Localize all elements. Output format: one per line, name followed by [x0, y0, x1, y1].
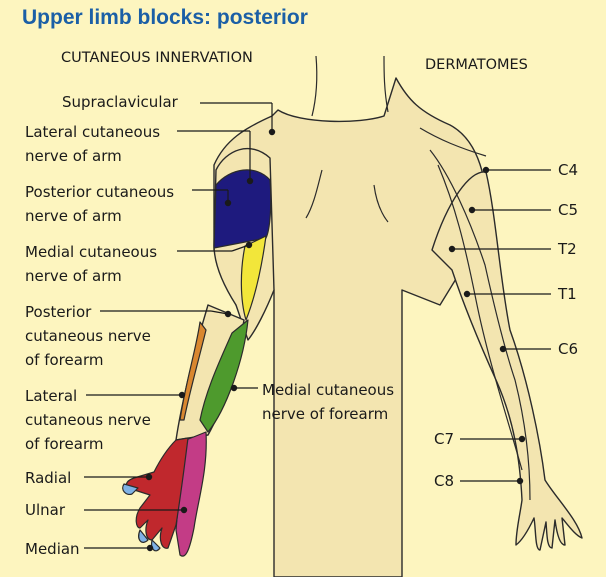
label-dermatome-c5: C5	[558, 201, 579, 219]
torso	[213, 77, 488, 577]
dermatome-line-2	[437, 164, 523, 471]
label-supraclavicular: Supraclavicular	[62, 93, 178, 111]
label-ulnar: Ulnar	[25, 501, 66, 519]
label-dermatome-c8: C8	[434, 472, 455, 490]
median-region-finger-2	[151, 539, 161, 552]
label-medial-cutaneous-nerve-of-arm: Medial cutaneous nerve of arm	[25, 243, 158, 285]
label-dermatome-c7: C7	[434, 430, 455, 448]
heading-cutaneous-innervation: CUTANEOUS INNERVATION	[61, 50, 253, 66]
figure-title: Upper limb blocks: posterior	[22, 6, 308, 29]
dermatome-line-1	[429, 149, 531, 501]
spine-detail-right	[373, 184, 389, 223]
label-dermatome-t2: T2	[558, 240, 577, 258]
label-radial: Radial	[25, 469, 72, 487]
posterior-cutaneous-nerve-of-arm-region	[213, 169, 272, 249]
label-dermatome-t1: T1	[558, 285, 577, 303]
label-posterior-cutaneous-nerve-of-arm: Posterior cutaneous nerve of arm	[25, 183, 175, 225]
lateral-cutaneous-nerve-of-forearm-region	[179, 321, 207, 421]
dermatome-line-3	[419, 127, 487, 157]
medial-cutaneous-nerve-of-arm-region	[240, 235, 267, 321]
heading-dermatomes: DERMATOMES	[425, 57, 528, 73]
label-lateral-cutaneous-nerve-of-arm: Lateral cutaneous nerve of arm	[25, 123, 161, 165]
medial-cutaneous-nerve-of-forearm-region	[199, 319, 249, 433]
label-posterior-cutaneous-nerve-of-forearm: Posterior cutaneous nerve of forearm	[25, 303, 151, 369]
label-median: Median	[25, 540, 80, 558]
label-dermatome-c4: C4	[558, 161, 579, 179]
neck-right	[383, 55, 389, 113]
median-region-finger-1	[138, 529, 149, 543]
median-region	[122, 483, 139, 495]
radial-region	[125, 437, 189, 549]
spine-detail-left	[305, 169, 323, 219]
neck-left	[311, 55, 318, 117]
label-medial-cutaneous-nerve-of-forearm: Medial cutaneous nerve of forearm	[262, 381, 395, 423]
label-lateral-cutaneous-nerve-of-forearm: Lateral cutaneous nerve of forearm	[25, 387, 151, 453]
label-dermatome-c6: C6	[558, 340, 579, 358]
